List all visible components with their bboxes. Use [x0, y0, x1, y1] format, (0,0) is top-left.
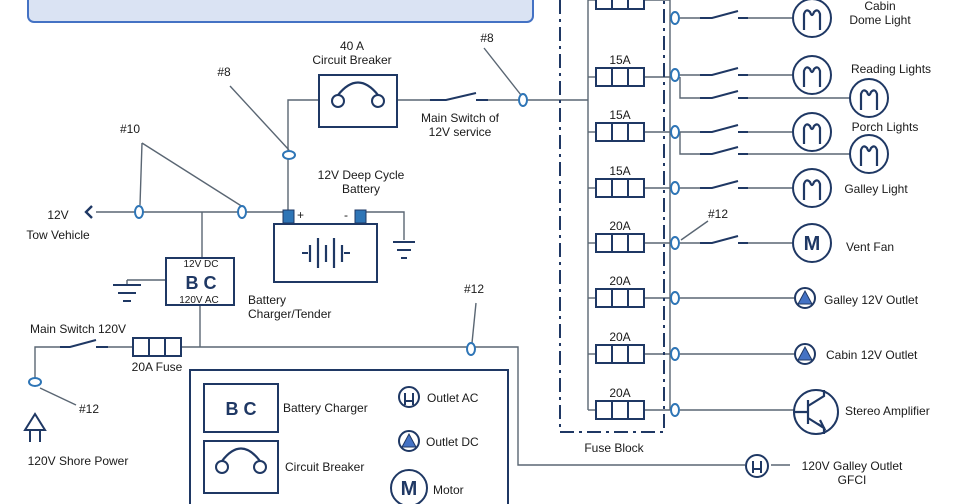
load-vent-fan: Vent Fan — [846, 240, 894, 254]
battery-minus: - — [344, 208, 348, 222]
battery-charger — [165, 257, 235, 306]
load-symbols — [745, 0, 889, 478]
fuse-5: 20A — [595, 219, 645, 253]
title-banner — [27, 0, 534, 23]
fuse-2: 15A — [595, 53, 645, 87]
load-cabin-12v: Cabin 12V Outlet — [826, 348, 918, 362]
tow-vehicle-volts: 12V — [47, 208, 68, 222]
lamp-porch-2 — [849, 134, 889, 174]
fuse-rating-4: 15A — [609, 164, 630, 178]
tow-vehicle-plug-icon — [84, 205, 93, 219]
stereo-amplifier-icon — [793, 389, 839, 435]
legend-charger-letters: B C — [226, 399, 257, 419]
fuse-20a-label: 20A Fuse — [132, 360, 183, 374]
load-stereo: Stereo Amplifier — [845, 404, 930, 418]
shore-power-plug-icon — [23, 412, 47, 442]
vent-fan-letter: M — [804, 233, 821, 255]
wires — [34, 0, 850, 466]
lamp-cabin-dome — [792, 0, 832, 38]
wire-8-right-label: #8 — [480, 31, 494, 45]
wire-12-bottom-label: #12 — [79, 402, 99, 416]
wire-8-left-label: #8 — [217, 65, 231, 79]
fuse-8: 20A — [595, 386, 645, 420]
fuse-group: 15A 15A 15A 15A 20A 20A 20A 20A — [595, 0, 645, 420]
fuse-20a-120v — [132, 337, 182, 357]
lamp-reading-2 — [849, 78, 889, 118]
legend-motor-letter: M — [401, 478, 418, 500]
load-porch: Porch Lights — [852, 120, 919, 134]
lamp-porch-1 — [792, 112, 832, 152]
lamp-reading-1 — [792, 55, 832, 95]
fuse-block-label: Fuse Block — [584, 441, 644, 455]
fuse-1: 15A — [595, 0, 645, 10]
fuse-6: 20A — [595, 274, 645, 308]
shore-power-label: 120V Shore Power — [28, 454, 129, 468]
wire-10-label: #10 — [120, 122, 140, 136]
charger-top-label: 12V DC — [183, 259, 218, 270]
legend-motor: Motor — [433, 483, 464, 497]
outlet-dc-cabin — [794, 343, 816, 365]
fuse-rating-8: 20A — [609, 386, 630, 400]
fuse-block-wire-12: #12 — [708, 207, 728, 221]
fuse-rating-3: 15A — [609, 108, 630, 122]
switches — [60, 10, 748, 348]
load-reading: Reading Lights — [851, 62, 931, 76]
fuse-3: 15A — [595, 108, 645, 142]
outlet-dc-galley — [794, 287, 816, 309]
fuse-rating-6: 20A — [609, 274, 630, 288]
tow-vehicle-name: Tow Vehicle — [26, 228, 90, 242]
fuse-rating-2: 15A — [609, 53, 630, 67]
battery-symbol — [273, 209, 378, 283]
circuit-breaker-40a — [318, 74, 398, 128]
wire-gauge-markers — [28, 11, 680, 417]
legend-box — [189, 369, 509, 504]
ground-symbols — [113, 241, 415, 302]
load-galley-12v: Galley 12V Outlet — [824, 293, 919, 307]
load-galley-light: Galley Light — [844, 182, 908, 196]
fuse-7: 20A — [595, 330, 645, 364]
legend-battery-charger: Battery Charger — [283, 401, 368, 415]
fuse-rating-7: 20A — [609, 330, 630, 344]
legend-outlet-dc: Outlet DC — [426, 435, 479, 449]
legend-circuit-breaker: Circuit Breaker — [285, 460, 364, 474]
charger-letters: B C — [186, 273, 217, 293]
fuse-rating-5: 20A — [609, 219, 630, 233]
main-switch-120v-label: Main Switch 120V — [30, 322, 126, 336]
charger-bottom-label: 120V AC — [179, 295, 218, 306]
motor-vent-fan — [792, 223, 832, 263]
wire-12-mid-label: #12 — [464, 282, 484, 296]
fuse-block-boundary — [559, 0, 665, 433]
fuse-4: 15A — [595, 164, 645, 198]
outlet-ac-galley-gfci — [745, 454, 769, 478]
legend-outlet-ac: Outlet AC — [427, 391, 479, 405]
battery-plus: + — [297, 208, 304, 222]
lamp-galley — [792, 168, 832, 208]
